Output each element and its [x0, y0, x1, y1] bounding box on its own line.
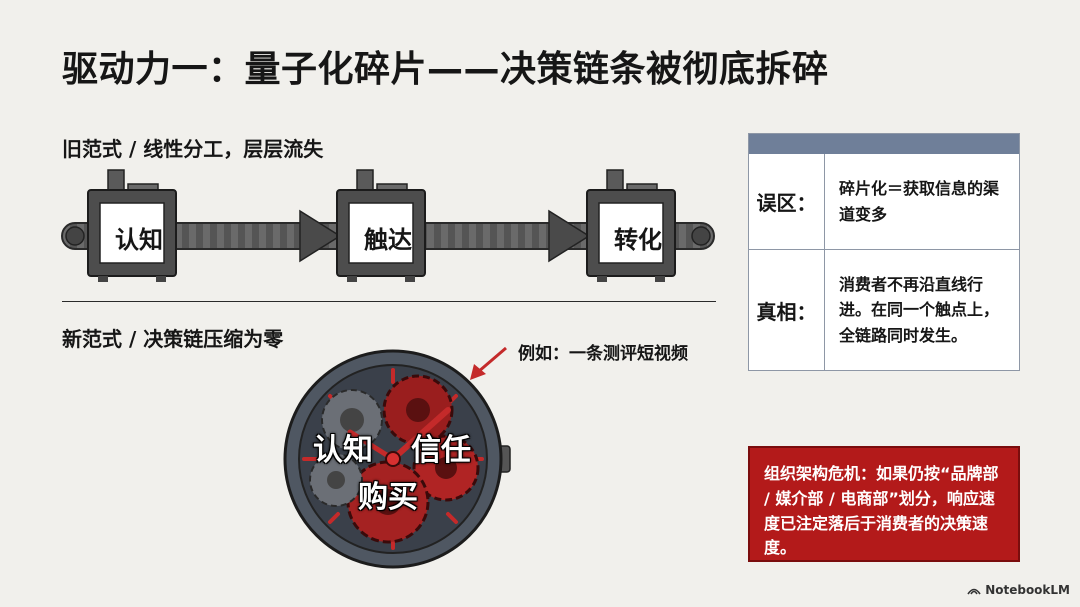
brand-name: NotebookLM: [985, 583, 1070, 597]
section-divider: [62, 301, 716, 302]
machine-reach: [336, 169, 426, 282]
old-paradigm-label: 旧范式 / 线性分工，层层流失: [62, 137, 324, 161]
gear-gray-left: [309, 453, 363, 507]
org-crisis-callout: 组织架构危机：如果仍按“品牌部 / 媒介部 / 电商部”划分，响应速度已注定落后…: [748, 446, 1020, 562]
watch-label-awareness: 认知: [313, 433, 373, 468]
example-annotation: 例如：一条测评短视频: [518, 344, 688, 364]
page-title: 驱动力一：量子化碎片——决策链条被彻底拆碎: [62, 49, 829, 90]
machine-convert: [586, 169, 676, 282]
notebooklm-logo-icon: [967, 588, 981, 595]
gear-red-top: [382, 374, 454, 446]
gear-red-bottom: [346, 460, 430, 544]
gear-gray-large: [321, 389, 383, 451]
new-paradigm-label: 新范式 / 决策链压缩为零: [62, 327, 284, 351]
gear-red-right: [412, 434, 480, 502]
machine-awareness: [87, 169, 177, 282]
watch-hands: [347, 407, 451, 462]
pointer-arrow: [470, 346, 507, 380]
row-key-truth: 真相：: [749, 250, 825, 370]
row-value-truth: 消费者不再沿直线行进。在同一个触点上，全链路同时发生。: [839, 274, 1000, 345]
stage-label-convert: 转化: [614, 226, 662, 254]
watch-label-trust: 信任: [411, 433, 471, 468]
brand-footer: NotebookLM: [967, 583, 1070, 597]
row-key-myth: 误区：: [749, 154, 825, 249]
row-value-myth: 碎片化＝获取信息的渠道变多: [839, 178, 1000, 224]
stage-label-awareness: 认知: [115, 226, 163, 254]
table-header-bar: [749, 134, 1019, 154]
flow-arrow-1: [299, 209, 342, 263]
comparison-table: 误区： 碎片化＝获取信息的渠道变多 真相： 消费者不再沿直线行进。在同一个触点上…: [748, 133, 1020, 371]
table-row-myth: 误区： 碎片化＝获取信息的渠道变多: [749, 154, 1019, 250]
watch-label-buy: 购买: [358, 480, 418, 515]
stage-label-reach: 触达: [364, 226, 412, 254]
table-row-truth: 真相： 消费者不再沿直线行进。在同一个触点上，全链路同时发生。: [749, 250, 1019, 370]
flow-arrow-2: [548, 209, 591, 263]
